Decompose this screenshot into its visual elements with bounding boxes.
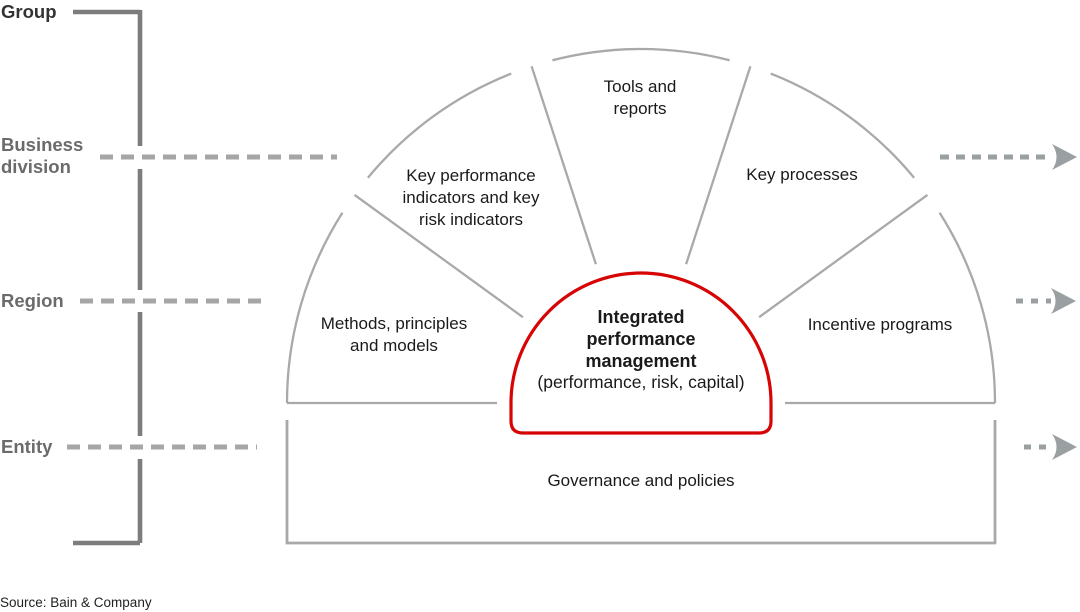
governance-box: Governance and policies (285, 420, 997, 545)
sector-kpi-line1: Key performance (406, 166, 535, 185)
sector-incentive-label: Incentive programs (808, 315, 953, 334)
sector-arc-tools (552, 47, 730, 62)
fan-sectors (285, 47, 997, 405)
sector-arc-methods (285, 212, 344, 404)
sector-arc-incentive (938, 212, 997, 404)
governance-label: Governance and policies (547, 471, 734, 490)
hierarchy-bracket (73, 9, 143, 546)
sector-labels: Methods, principles and models Key perfo… (321, 77, 953, 355)
sector-methods-line1: Methods, principles (321, 314, 467, 333)
center-title-line3: management (585, 351, 696, 371)
center-title-line2: performance (586, 329, 695, 349)
sector-divider-36 (758, 193, 929, 319)
entity-arrow-icon (1052, 434, 1077, 460)
source-note: Source: Bain & Company (0, 595, 152, 610)
level-dashed-arrows-right (940, 144, 1077, 460)
sector-kpi-line2: indicators and key (402, 188, 540, 207)
center-dome-outline (509, 271, 773, 435)
governance-box-outline (285, 420, 997, 545)
business-division-arrow-icon (1052, 144, 1077, 170)
sector-arc-processes (770, 72, 915, 179)
level-label-group: Group (1, 1, 57, 22)
level-dashed-lines-left (67, 154, 337, 450)
level-label-region: Region (1, 290, 64, 311)
sector-divider-72 (685, 65, 752, 265)
center-title-line1: Integrated (597, 307, 684, 327)
level-label-business-line2: division (1, 156, 71, 177)
level-labels: Group Business division Region Entity (1, 1, 83, 457)
sector-arc-kpi (367, 72, 512, 179)
sector-divider-108 (530, 65, 597, 265)
sector-kpi-line3: risk indicators (419, 210, 523, 229)
level-label-business-line1: Business (1, 134, 83, 155)
sector-processes-label: Key processes (746, 165, 858, 184)
level-label-entity: Entity (1, 436, 53, 457)
sector-tools-line2: reports (614, 99, 667, 118)
region-arrow-icon (1051, 288, 1076, 314)
center-subtitle: (performance, risk, capital) (537, 372, 744, 392)
sector-tools-line1: Tools and (604, 77, 677, 96)
sector-methods-line2: and models (350, 336, 438, 355)
sector-divider-144 (353, 193, 524, 319)
center-dome: Integrated performance management (perfo… (509, 271, 773, 435)
